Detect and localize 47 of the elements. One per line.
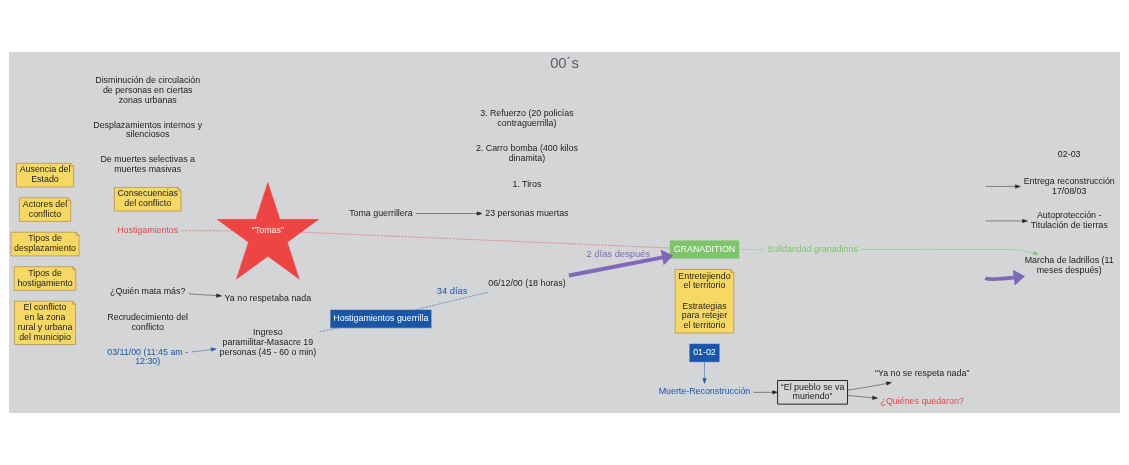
arrow (860, 249, 1039, 255)
node-text: Entrega reconstrucción 17/08/03 (1023, 175, 1115, 196)
node-text: 03/11/00 (11:45 am - 12:30) (107, 346, 189, 367)
node-text: ¿Quiénes quedaron? (880, 396, 964, 407)
connector (738, 249, 765, 250)
node-text: Solidaridad granadinos (767, 243, 858, 254)
node-text: Autoprotección - Titulación de tierras (1030, 210, 1108, 231)
node-box: “El pueblo se va muriendo” (777, 380, 849, 405)
node-text: ¿Quién mata más? (110, 285, 186, 296)
arrow (568, 249, 674, 278)
node-text: Ingreso paramilitar-Masacre 19 personas (45 - 60 o min) (219, 326, 317, 357)
node-box: 01-02 (689, 343, 720, 363)
node-box: Hostigamientos guerrilla (330, 309, 432, 329)
node-text: Marcha de ladrillos (11 meses después) (1024, 255, 1114, 276)
label: 02-03 (1057, 149, 1081, 160)
label: Recrudecimiento del conflicto (107, 312, 189, 332)
arrow (847, 395, 878, 400)
node-text: 06/12/00 (18 horas) (488, 277, 566, 288)
node-text: Toma guerrillera (349, 207, 413, 218)
arrow (415, 211, 483, 216)
arrow (985, 269, 1025, 286)
connector (181, 230, 233, 232)
connector (414, 292, 489, 311)
node-text: “Ya no se respeta nada” (874, 367, 970, 378)
node-text: Hostigamientos (117, 224, 179, 235)
arrow (191, 347, 217, 353)
edge-label: 2 días después (586, 249, 650, 260)
label: 3. Refuerzo (20 policías contraguerrilla) (480, 108, 574, 129)
node-box: GRANADITION (669, 240, 740, 259)
arrow (985, 184, 1021, 189)
arrow (847, 381, 892, 391)
label: 1. Tiros (512, 179, 542, 190)
label: De muertes selectivas a muertes masivas (100, 154, 195, 174)
node-text: 23 personas muertas (485, 207, 569, 218)
connector (319, 327, 339, 333)
label: Disminución de circulación de personas en ciertas zonas urbanas (95, 75, 201, 105)
arrow (188, 293, 222, 298)
arrow (753, 390, 778, 395)
arrow (985, 218, 1028, 223)
connector (301, 231, 671, 249)
label: Desplazamientos internos y silenciosos (93, 119, 203, 140)
diagram-title: 00´s (550, 54, 579, 71)
label: 2. Carro bomba (400 kilos dinamita) (475, 142, 578, 163)
node-text: Ya no respetaba nada (224, 292, 312, 303)
node-text: Muerte-Reconstrucción (658, 386, 751, 397)
edge-label: 34 días (436, 286, 468, 297)
arrow (702, 361, 707, 384)
